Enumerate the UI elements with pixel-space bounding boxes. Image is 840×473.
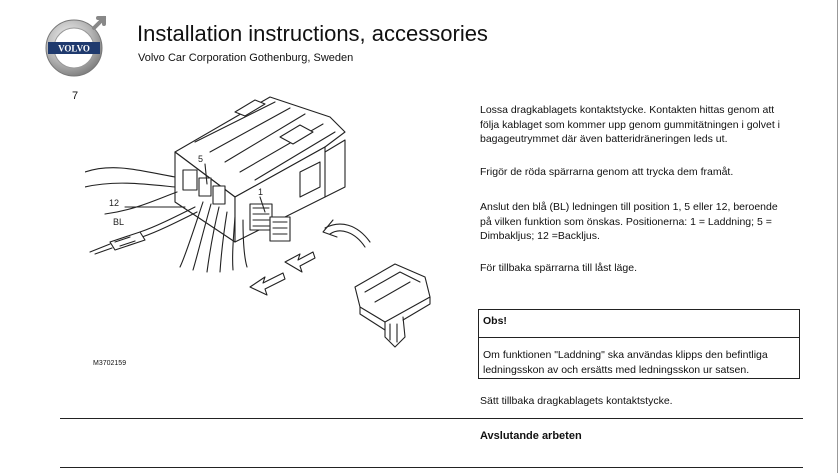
instruction-5: Sätt tillbaka dragkablagets kontaktstyck… — [480, 395, 673, 407]
note-text: Om funktionen "Laddning" ska användas kl… — [483, 349, 768, 376]
instruction-1: Lossa dragkablagets kontaktstycke. Konta… — [480, 104, 780, 145]
instruction-2: Frigör de röda spärrarna genom att tryck… — [480, 166, 734, 178]
instruction-4: För tillbaka spärrarna till låst läge. — [480, 262, 637, 274]
document-title: Installation instructions, accessories — [137, 21, 488, 46]
note-divider — [479, 337, 799, 338]
section-divider-top — [60, 418, 803, 419]
page-number: 7 — [72, 90, 79, 102]
note-title: Obs! — [483, 315, 507, 327]
document-subtitle: Volvo Car Corporation Gothenburg, Sweden — [138, 52, 354, 64]
section-divider-bottom — [60, 467, 803, 468]
label-bl: BL — [113, 217, 124, 227]
logo-text: VOLVO — [58, 44, 90, 54]
label-position-1: 1 — [258, 187, 263, 197]
note-box: Obs! Om funktionen "Laddning" ska använd… — [478, 309, 800, 379]
label-position-12: 12 — [109, 198, 119, 208]
label-position-5: 5 — [198, 154, 203, 164]
instruction-3: Anslut den blå (BL) ledningen till posit… — [480, 201, 778, 242]
connector-illustration: 5 1 12 BL — [85, 96, 431, 348]
section-heading: Avslutande arbeten — [480, 430, 582, 442]
volvo-logo: VOLVO — [45, 16, 106, 77]
figure-code: M3702159 — [93, 360, 127, 367]
